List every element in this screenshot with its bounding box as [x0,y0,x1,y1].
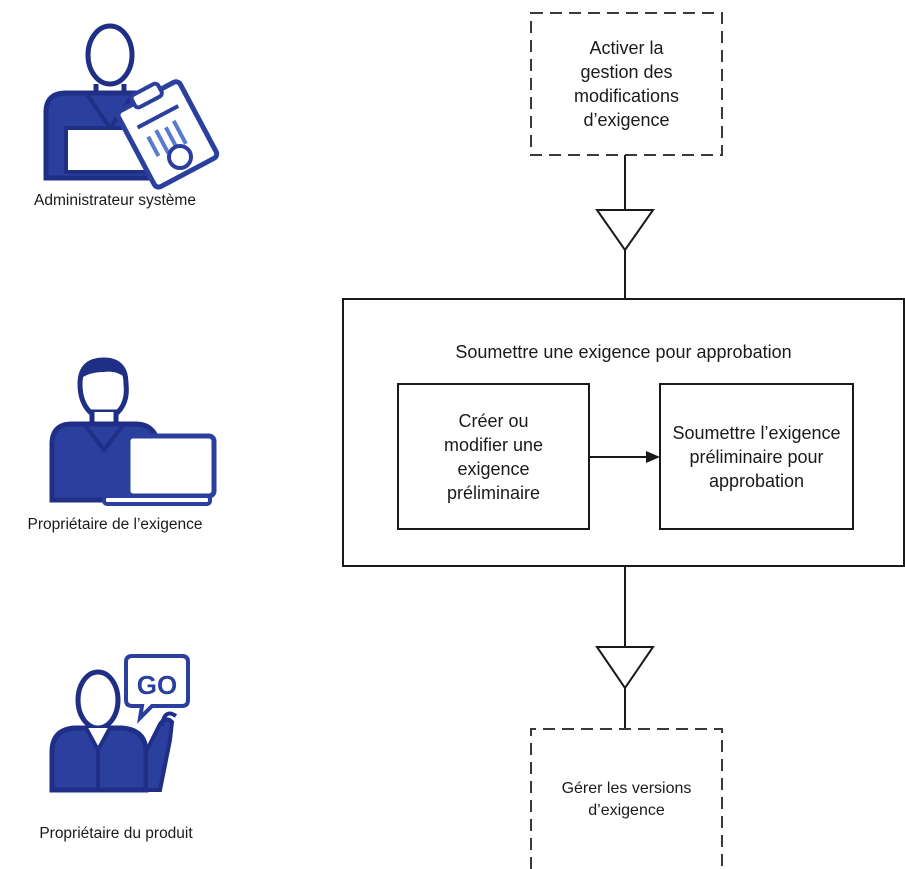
role-label-admin: Administrateur système [34,192,196,209]
group-border [342,298,905,567]
role-label-product: Propriétaire du produit [39,825,193,842]
arrow-head [646,451,660,463]
role-label-owner: Propriétaire de l’exigence [27,516,203,533]
step-create-label: Créer ou modifier une exigence prélimina… [443,410,544,503]
flow-triangle-1 [595,209,655,252]
step-create-border [397,383,590,530]
group-title: Soumettre une exigence pour approbation [455,342,792,362]
flow-triangle-2 [595,646,655,690]
step-submit-label: Soumettre l’exigence préliminaire pour a… [672,422,841,491]
end-step: Gérer les versions d’exigence [531,770,722,830]
end-step-border [530,728,723,869]
step-submit: Soumettre l’exigence préliminaire pour a… [660,384,853,529]
end-step-label: Gérer les versions d’exigence [561,780,692,819]
step-create: Créer ou modifier une exigence prélimina… [398,384,589,529]
start-step-label: Activer la gestion des modifications d’e… [573,38,680,130]
start-step-border [530,12,723,156]
step-submit-border [659,383,854,530]
start-step: Activer la gestion des modifications d’e… [531,13,722,155]
